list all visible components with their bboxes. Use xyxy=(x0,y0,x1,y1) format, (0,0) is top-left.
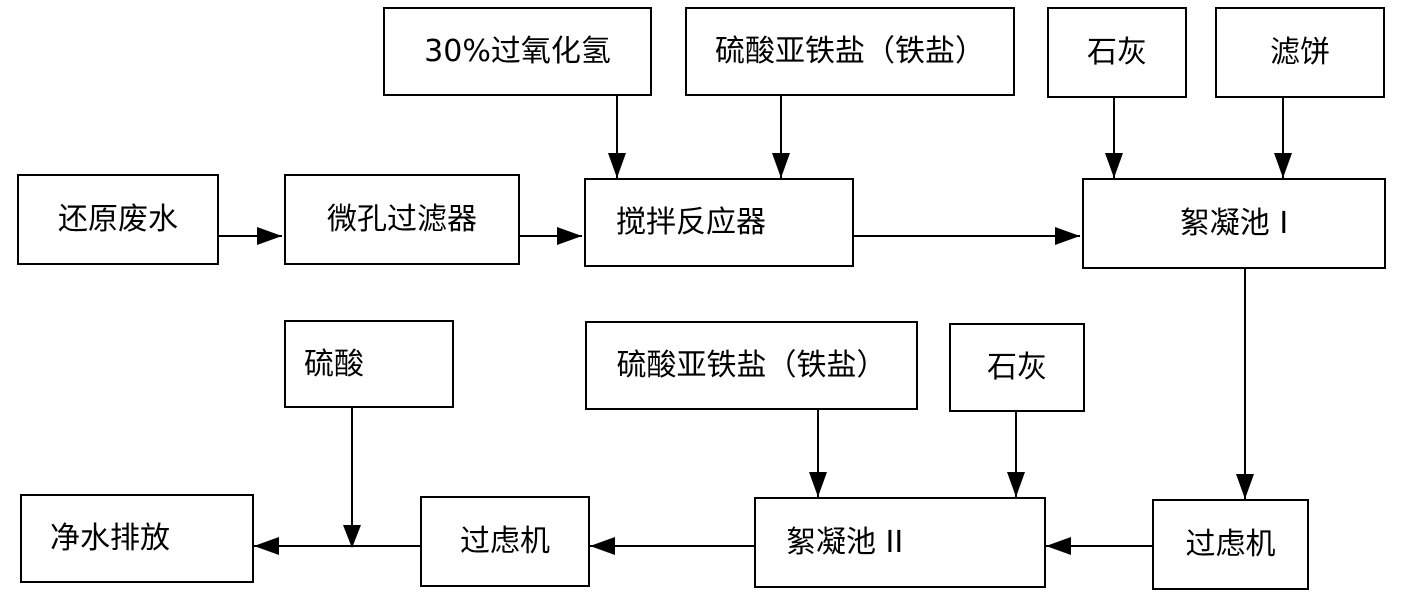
ferrous-salt-label-bottom: 硫酸亚铁盐（铁盐） xyxy=(616,347,887,383)
clean-water-discharge-box: 净水排放 xyxy=(20,494,254,583)
ferrous-salt-label-top: 硫酸亚铁盐（铁盐） xyxy=(715,33,985,69)
ferrous-salt-box-bottom: 硫酸亚铁盐（铁盐） xyxy=(585,321,918,410)
peroxide-label: 30%过氧化氢 xyxy=(424,33,611,69)
lime-box-bottom: 石灰 xyxy=(949,323,1085,412)
reduced-wastewater-label: 还原废水 xyxy=(58,201,178,237)
sulfuric-acid-box: 硫酸 xyxy=(284,320,454,408)
flocculation-tank-1-box: 絮凝池 I xyxy=(1082,178,1386,269)
flocculation-tank-1-label: 絮凝池 I xyxy=(1179,205,1289,241)
ferrous-salt-box-top: 硫酸亚铁盐（铁盐） xyxy=(685,7,1015,96)
filter-cake-label: 滤饼 xyxy=(1270,34,1330,70)
reduced-wastewater-box: 还原废水 xyxy=(17,174,219,265)
sulfuric-acid-label: 硫酸 xyxy=(304,347,364,382)
peroxide-box: 30%过氧化氢 xyxy=(383,7,652,96)
filter-cake-box: 滤饼 xyxy=(1215,7,1385,98)
stirred-reactor-box: 搅拌反应器 xyxy=(584,178,854,267)
stirred-reactor-label: 搅拌反应器 xyxy=(616,204,766,240)
microporous-filter-label: 微孔过滤器 xyxy=(327,201,477,237)
microporous-filter-box: 微孔过滤器 xyxy=(284,174,520,265)
lime-label-top: 石灰 xyxy=(1087,34,1147,70)
filter-press-2-box: 过虑机 xyxy=(420,496,590,587)
filter-press-1-box: 过虑机 xyxy=(1152,499,1309,590)
lime-box-top: 石灰 xyxy=(1047,7,1187,98)
filter-press-2-label: 过虑机 xyxy=(460,523,550,559)
flocculation-tank-2-label: 絮凝池 II xyxy=(786,524,904,560)
clean-water-discharge-label: 净水排放 xyxy=(50,520,170,556)
flocculation-tank-2-box: 絮凝池 II xyxy=(754,497,1046,588)
filter-press-1-label: 过虑机 xyxy=(1185,526,1276,562)
lime-label-bottom: 石灰 xyxy=(987,349,1047,385)
